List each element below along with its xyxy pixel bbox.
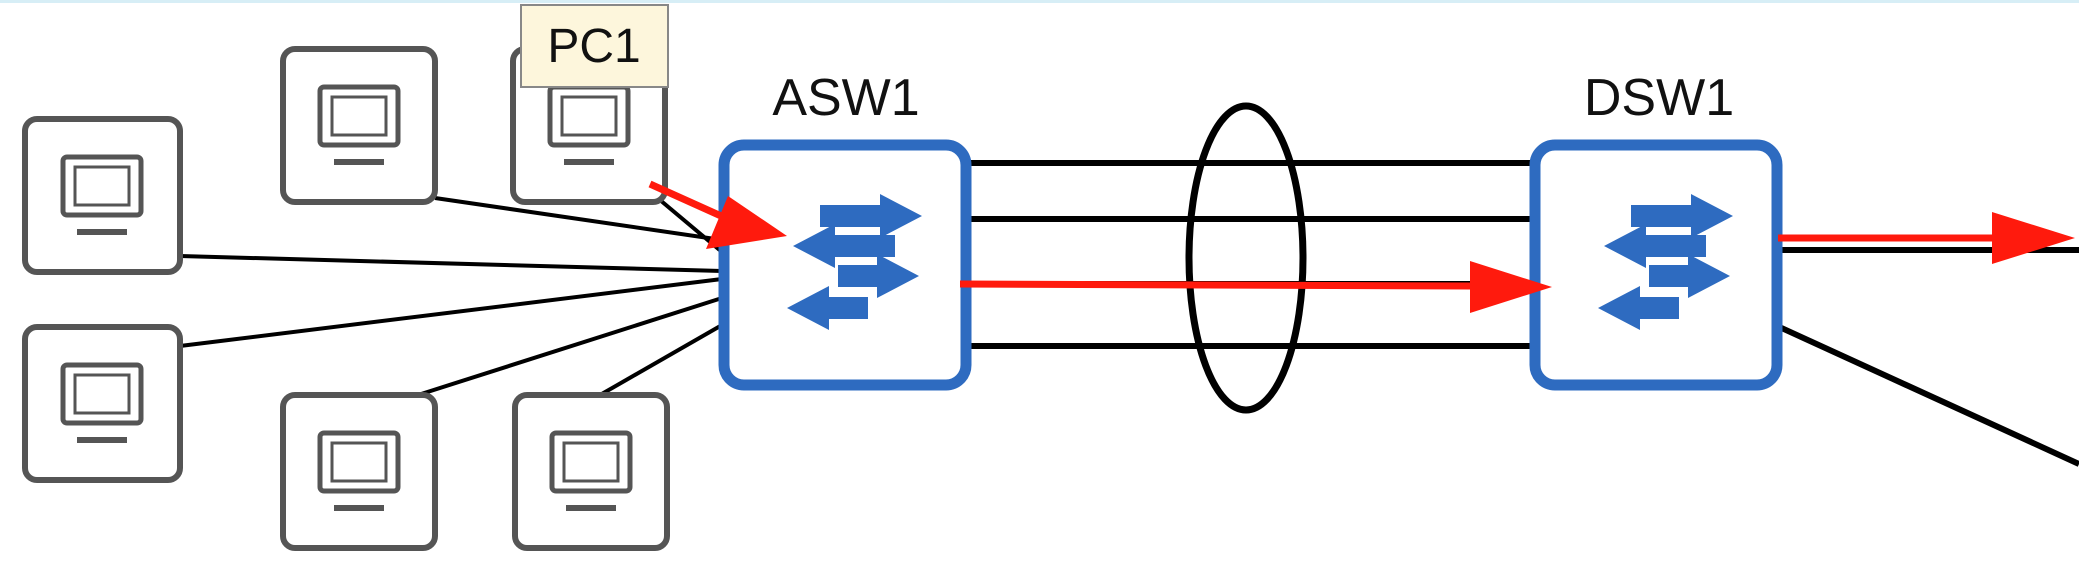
- dsw1-uplinks: [1773, 247, 2079, 467]
- link-pc-left-upper: [179, 254, 723, 273]
- pc-left-lower[interactable]: [22, 324, 183, 483]
- uplink-lower: [1773, 322, 2079, 467]
- pc-top-middle[interactable]: [280, 46, 438, 205]
- pc1-label-text: PC1: [547, 20, 640, 73]
- link-pc-top-middle: [434, 196, 723, 242]
- pc-links: [179, 196, 724, 397]
- traffic-arrow-dsw1-uplink: [1778, 212, 2075, 264]
- dsw1-switch[interactable]: [1529, 139, 1783, 391]
- switch-arrows-icon: [1598, 194, 1733, 330]
- pc-left-upper[interactable]: [22, 116, 183, 275]
- computer-monitor-icon: [317, 430, 401, 511]
- traffic-path: [648, 180, 2075, 313]
- etherchannel-links: [966, 160, 1535, 349]
- computer-monitor-icon: [549, 430, 633, 511]
- computer-monitor-icon: [317, 84, 401, 165]
- etherchannel-ellipse: [1185, 102, 1307, 414]
- dsw1-label: DSW1: [1584, 69, 1734, 127]
- pc1-label: PC1: [520, 4, 669, 88]
- asw1-switch[interactable]: [718, 139, 972, 391]
- link-pc-left-lower: [179, 277, 723, 348]
- asw1-label: ASW1: [772, 69, 919, 127]
- pc-bottom-middle[interactable]: [280, 392, 438, 551]
- computer-monitor-icon: [60, 362, 144, 443]
- traffic-arrow-asw1-to-dsw1: [959, 261, 1552, 313]
- traffic-arrow-pc1-to-asw1: [648, 180, 787, 249]
- computer-monitor-icon: [60, 154, 144, 235]
- link-pc-bottom-right: [599, 323, 723, 397]
- top-border-line: [0, 0, 2079, 3]
- pc-bottom-right[interactable]: [512, 392, 670, 551]
- link-pc-bottom-middle: [417, 296, 723, 397]
- switch-arrows-icon: [787, 194, 922, 330]
